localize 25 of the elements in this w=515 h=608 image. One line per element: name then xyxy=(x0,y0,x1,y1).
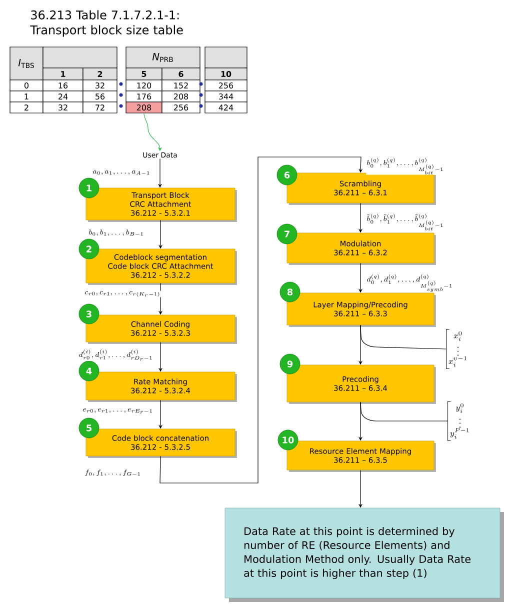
arrow xyxy=(160,156,363,484)
step-badge: 1 xyxy=(78,178,100,198)
edge-label: $a_0, a_1, \ldots, a_{A-1}$ xyxy=(92,170,151,176)
step-badge: 7 xyxy=(276,224,298,244)
title: 36.213 Table 7.1.7.2.1-1: Transport block size table xyxy=(30,10,183,37)
step-badge: 8 xyxy=(280,282,300,302)
step-badge: 3 xyxy=(78,304,100,324)
edge-label: $e_{r0}, e_{r1}, \ldots, e_{rE_r-1}$ xyxy=(82,408,154,414)
vector-bracket: $y_i^0$ $\vdots$ $y_i^{P-1}$ xyxy=(448,401,469,441)
step-badge: 4 xyxy=(78,360,100,382)
edge-label: $b_0, b_1, \ldots, b_{B-1}$ xyxy=(88,229,145,237)
step-badge: 5 xyxy=(78,418,100,438)
step-badge: 2 xyxy=(78,238,100,260)
note-box: Data Rate at this point is determined by number of RE (Resource Elements) and Modulation Method only. Usually Data Rate at this point is higher than step (1) xyxy=(224,508,504,602)
edge-label: $\tilde{b}^{(q)}_0, \tilde{b}^{(q)}_1, \ldots, \tilde{b}^{(q)}_{M^{(q)}_{bit}-1}$ xyxy=(366,213,444,231)
step-badge: 9 xyxy=(280,354,300,374)
edge-label: $c_{r0}, c_{r1}, \ldots, c_{r(K_r-1)}$ xyxy=(84,290,161,298)
edge-label: $d^{(i)}_{r0}, d^{(i)}_{r1}, \ldots, d^{(i)}_{rD_r-1}$ xyxy=(78,349,154,361)
step-badge: 10 xyxy=(278,430,298,450)
signal-label: $b^{(q)}_0, b^{(q)}_1, \ldots, b^{(q)}_{M^{(q)}_{bit}-1}$ xyxy=(366,157,444,175)
edge-label: $d^{(q)}_0, d^{(q)}_1, \ldots, d^{(q)}_{M^{(q)}_{symb}-1}$ xyxy=(366,274,454,292)
vector-bracket: $x_i^0$ $\vdots$ $x_i^{\upsilon-1}$ xyxy=(446,329,466,369)
table-header-cell: I$_{TBS}$ xyxy=(10,46,44,80)
edge-label: $f_0, f_1, \ldots, f_{G-1}$ xyxy=(84,469,142,477)
step-badge: 6 xyxy=(276,164,298,186)
